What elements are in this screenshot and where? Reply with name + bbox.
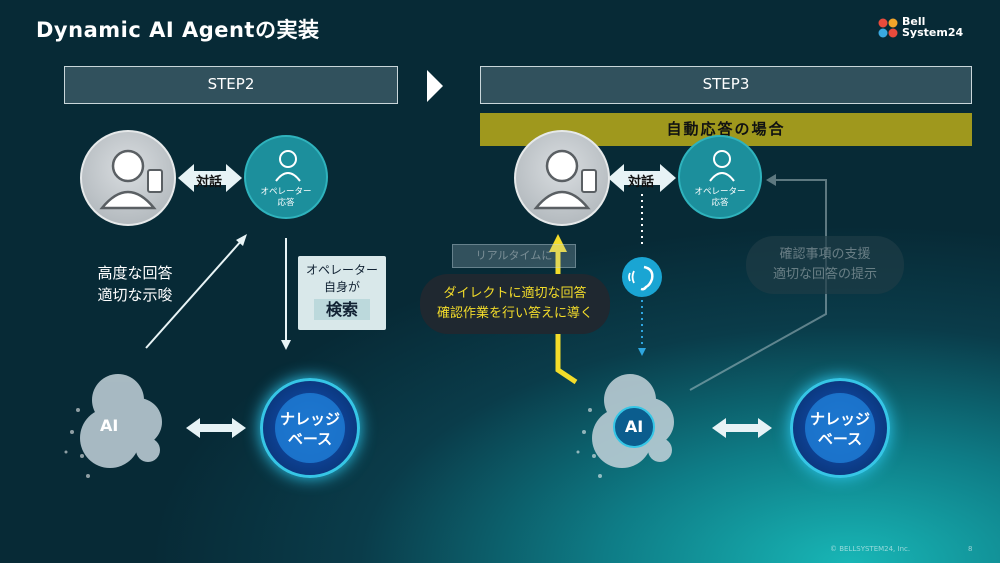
left-knowledge-line1: ナレッジ [279,410,340,428]
search-big: 検索 [313,299,370,320]
customer-avatar [80,130,176,226]
customer-avatar-right [514,130,610,226]
operator-search-box: オペレーター 自身が 検索 [298,256,386,330]
person-phone-icon [99,149,163,210]
page-number: 8 [968,545,973,553]
left-dialog-arrow [178,164,242,192]
listening-ear-icon [622,257,662,297]
right-knowledge-line1: ナレッジ [809,410,870,428]
step2-bar: STEP2 [64,66,398,104]
copyright: © BELLSYSTEM24, Inc. [830,545,911,553]
right-operator-node: オペレーター応答 [678,135,762,219]
step3-bar: STEP3 [480,66,972,104]
right-dialog-label: 対話 [628,175,655,190]
left-ai-head-icon [64,374,162,478]
callout-line2: 確認作業を行い答えに導く [436,306,593,321]
search-line1: オペレーター [305,263,378,277]
right-operator-line2: 応答 [711,198,729,208]
right-ai-label: AI [624,417,644,436]
next-chevron-icon [427,70,443,102]
operator-headset-icon [709,150,735,182]
support-text-box: 確認事項の支援 適切な回答の提示 [746,236,904,294]
logo-icon [878,18,898,38]
direct-answer-callout: ダイレクトに適切な回答 確認作業を行い答えに導く [420,274,610,334]
callout-line1: ダイレクトに適切な回答 [443,286,587,301]
support-line1: 確認事項の支援 [779,247,871,262]
right-ai-badge: AI [613,406,655,448]
left-dialog-label: 対話 [196,175,223,190]
logo-line2: System24 [902,26,964,39]
right-operator-line1: オペレーター [694,187,746,197]
person-phone-icon [533,149,597,210]
left-operator-line1: オペレーター [260,187,312,197]
support-line2: 適切な回答の提示 [772,267,877,282]
realtime-label: リアルタイムに [452,244,576,268]
search-line2: 自身が [323,280,360,294]
left-operator-node: オペレーター応答 [244,135,328,219]
left-knowledge-base: ナレッジベース [260,378,360,478]
page-title: Dynamic AI Agentの実装 [36,18,320,42]
advice-line1: 高度な回答 [97,264,173,282]
right-knowledge-base: ナレッジベース [790,378,890,478]
left-operator-line2: 応答 [277,198,295,208]
advice-line2: 適切な示唆 [97,286,173,304]
left-advice-text: 高度な回答 適切な示唆 [86,262,184,306]
right-knowledge-line2: ベース [817,430,863,448]
operator-headset-icon [275,150,301,182]
logo-line1: Bell [902,15,926,28]
left-ai-label: AI [100,416,119,435]
left-knowledge-line2: ベース [287,430,333,448]
